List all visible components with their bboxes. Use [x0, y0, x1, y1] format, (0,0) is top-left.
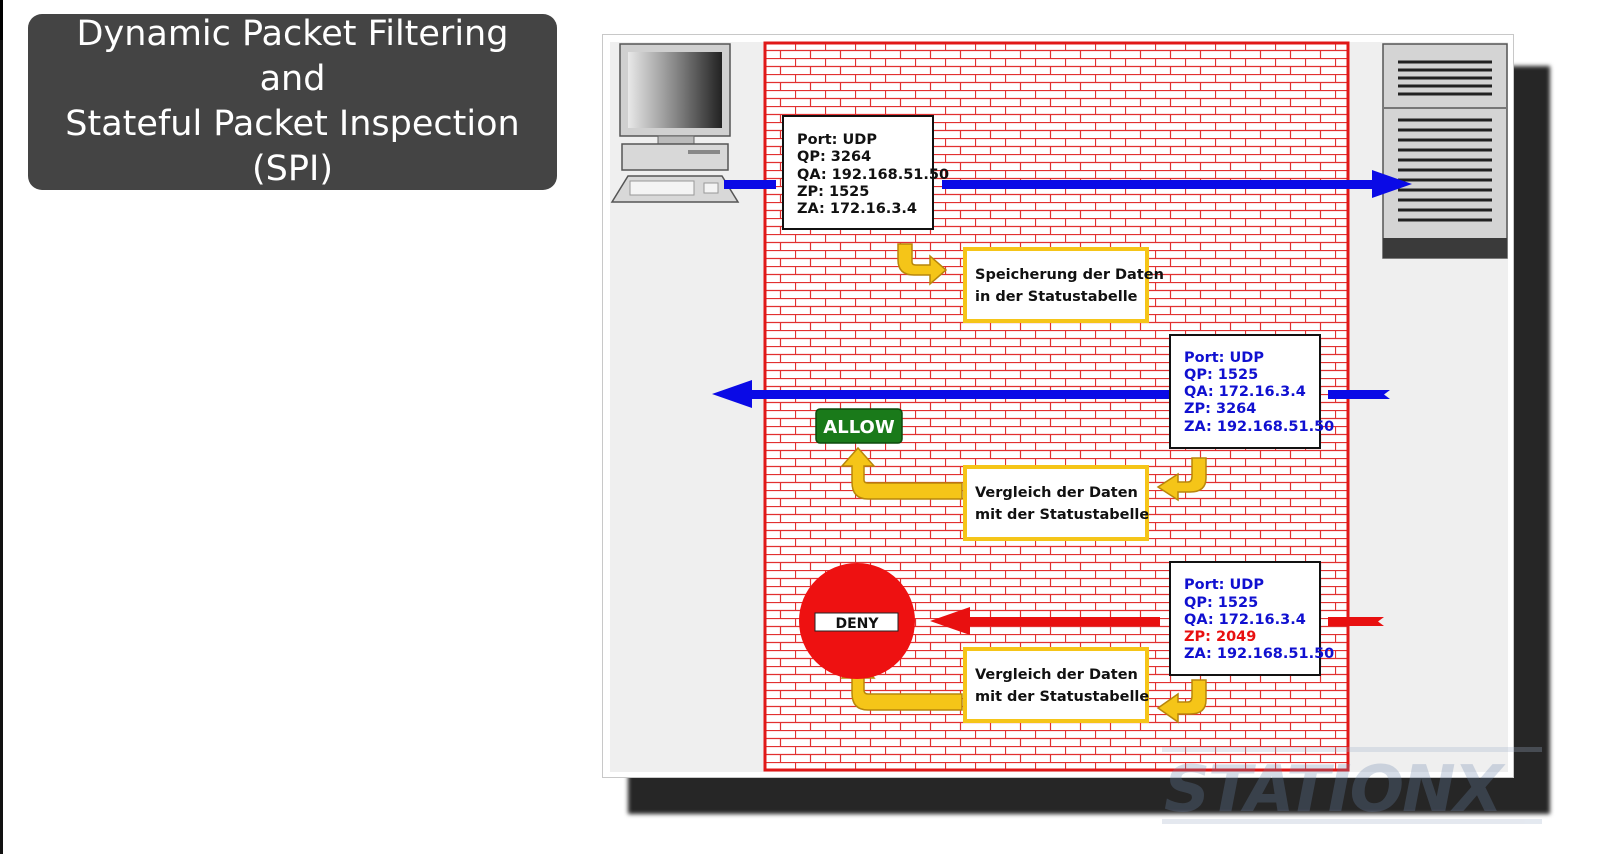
- compare-step-2-line-2: mit der Statustabelle: [975, 689, 1149, 705]
- save-step-box: [963, 247, 1149, 323]
- allow-sign: [815, 408, 903, 444]
- packet-return-box: [1169, 334, 1321, 449]
- watermark-text: STATIONX: [1164, 753, 1506, 825]
- compare-curve-arrow-2: [1156, 679, 1207, 724]
- return-arrow: [712, 380, 1390, 408]
- client-computer-icon: [610, 43, 740, 203]
- stationx-watermark: STATIONX: [1162, 747, 1542, 825]
- packet-bad-port: Port: UDP: [1184, 577, 1264, 593]
- allow-label: ALLOW: [823, 417, 895, 438]
- packet-out-qp: QP: 3264: [797, 149, 871, 165]
- packet-bad-qp: QP: 1525: [1184, 595, 1258, 611]
- title-line-2: and: [259, 59, 326, 99]
- allow-curve-arrow: [840, 446, 963, 500]
- packet-return-qp: QP: 1525: [1184, 367, 1258, 383]
- packet-return-qa: QA: 172.16.3.4: [1184, 384, 1306, 400]
- packet-bad-qa: QA: 172.16.3.4: [1184, 612, 1306, 628]
- packet-return-zp: ZP: 3264: [1184, 401, 1256, 417]
- title-line-1: Dynamic Packet Filtering: [76, 14, 509, 54]
- window-edge: [0, 0, 3, 854]
- packet-out-za: ZA: 172.16.3.4: [797, 201, 917, 217]
- compare-step-1-line-2: mit der Statustabelle: [975, 507, 1149, 523]
- packet-out-port: Port: UDP: [797, 132, 877, 148]
- store-curve-arrow: [897, 243, 948, 286]
- blocked-arrow: [930, 607, 1384, 635]
- packet-return-port: Port: UDP: [1184, 350, 1264, 366]
- packet-out-box: [782, 115, 934, 230]
- save-step-line-1: Speicherung der Daten: [975, 267, 1164, 283]
- window-edge-notch: [0, 0, 3, 40]
- packet-return-za: ZA: 192.168.51.50: [1184, 419, 1334, 435]
- packet-bad-zp: ZP: 2049: [1184, 629, 1256, 645]
- compare-step-1-line-1: Vergleich der Daten: [975, 485, 1138, 501]
- save-step-line-2: in der Statustabelle: [975, 289, 1138, 305]
- compare-step-box-2: [963, 647, 1149, 723]
- packet-out-qa: QA: 192.168.51.50: [797, 167, 949, 183]
- title-box: Dynamic Packet Filtering and Stateful Pa…: [28, 14, 557, 190]
- compare-curve-arrow-1: [1156, 457, 1207, 502]
- compare-step-2-line-1: Vergleich der Daten: [975, 667, 1138, 683]
- outgoing-arrow: [724, 170, 1412, 198]
- title-line-3: Stateful Packet Inspection (SPI): [65, 104, 520, 189]
- packet-bad-box: [1169, 561, 1321, 676]
- packet-out-zp: ZP: 1525: [797, 184, 869, 200]
- deny-label: DENY: [835, 616, 879, 632]
- server-icon: [1382, 43, 1508, 259]
- packet-bad-za: ZA: 192.168.51.50: [1184, 646, 1334, 662]
- deny-bar: [814, 612, 899, 632]
- compare-step-box-1: [963, 465, 1149, 541]
